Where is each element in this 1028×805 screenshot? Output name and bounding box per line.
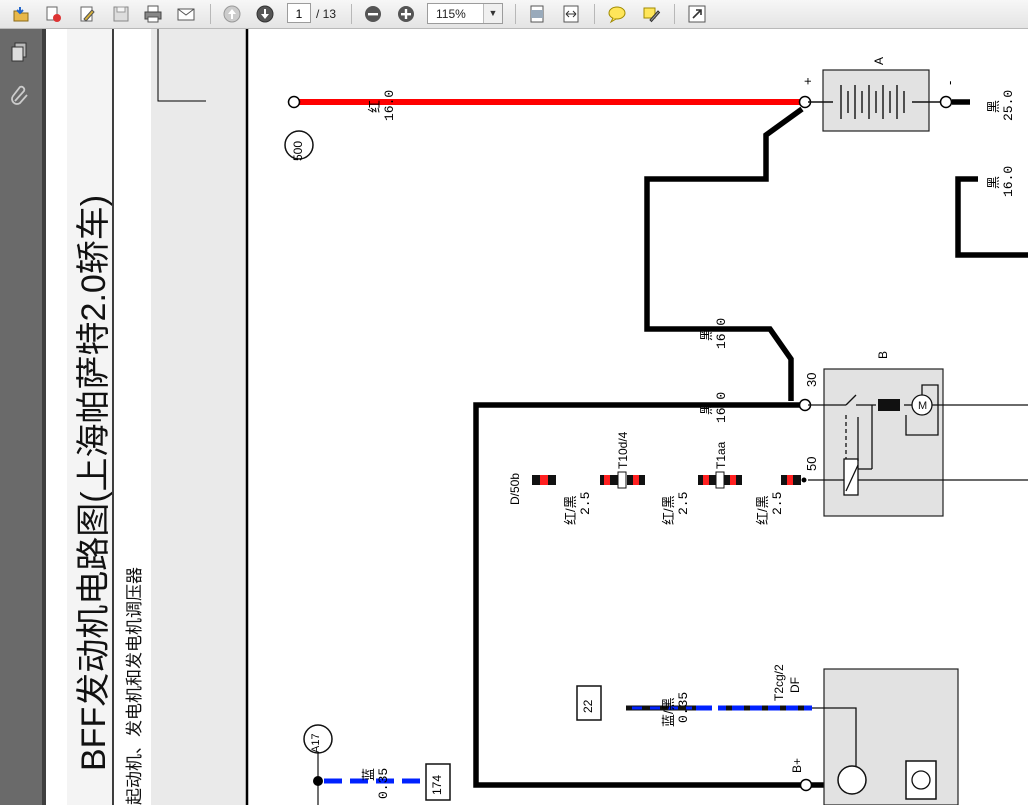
edit-icon[interactable] (76, 3, 98, 25)
terminal-b-plus: B+ (790, 757, 804, 773)
wire-size-label: 16.0 (714, 317, 729, 349)
battery-minus: - (942, 80, 957, 85)
fullscreen-icon[interactable] (686, 3, 708, 25)
wire-size-label: 16.0 (714, 391, 729, 423)
wire-size-label: 16.0 (1001, 165, 1016, 197)
previous-page-icon[interactable] (221, 3, 243, 25)
terminal-box-174: 174 (430, 774, 444, 795)
connector-label: T10d/4 (616, 431, 630, 469)
document-page: M BF (46, 29, 1028, 805)
wire-size-label: 25.0 (1001, 89, 1016, 121)
zoom-value: 115% (436, 7, 466, 21)
connector-label: D/50b (508, 472, 522, 505)
wire-size-label: 0.35 (376, 767, 391, 799)
node-a17-label: A17 (310, 733, 322, 753)
wire-color-label: 黑 (986, 99, 1001, 113)
page-title: BFF发动机电路图(上海帕萨特2.0轿车) (75, 194, 113, 771)
wire-size-label: 2.5 (676, 491, 691, 515)
svg-text:M: M (918, 400, 927, 412)
wire-color-label: 红/黑 (563, 495, 578, 525)
fit-page-icon[interactable] (526, 3, 548, 25)
connector-label: T1aa (714, 441, 728, 469)
navigation-pane (0, 29, 42, 805)
wire-size-label: 2.5 (578, 491, 593, 515)
fit-width-icon[interactable] (560, 3, 582, 25)
node-500-label: 500 (291, 140, 305, 161)
starter-label: B (876, 350, 890, 359)
print-icon[interactable] (142, 3, 164, 25)
connector-label: T2cg/2 (772, 664, 786, 701)
highlight-icon[interactable] (640, 3, 662, 25)
terminal-50: 50 (804, 456, 819, 471)
attachments-icon[interactable] (9, 84, 31, 106)
terminal-box-22: 22 (581, 699, 595, 713)
wire-color-label: 红 (367, 99, 382, 113)
battery-label: A (872, 56, 886, 65)
wire-color-label: 黑 (699, 327, 714, 341)
wire-size-label: 2.5 (770, 491, 785, 515)
wire-color-label: 红/黑 (755, 495, 770, 525)
wire-color-label: 蓝 (361, 767, 376, 781)
create-icon[interactable] (42, 3, 64, 25)
terminal-df: DF (788, 677, 802, 693)
save-icon[interactable] (110, 3, 132, 25)
pane-divider[interactable] (42, 29, 46, 805)
pages-icon[interactable] (9, 41, 31, 63)
wire-size-label: 16.0 (382, 89, 397, 121)
zoom-in-icon[interactable] (395, 3, 417, 25)
next-page-icon[interactable] (254, 3, 276, 25)
email-icon[interactable] (175, 3, 197, 25)
wire-color-label: 黑 (699, 401, 714, 415)
terminal-30: 30 (804, 372, 819, 387)
zoom-select[interactable]: 115% ▼ (427, 3, 503, 24)
page-total: / 13 (316, 7, 337, 21)
wire-color-label: 黑 (986, 175, 1001, 189)
page-number-input[interactable]: 1 (287, 3, 311, 23)
wire-color-label: 红/黑 (661, 495, 676, 525)
open-icon[interactable] (10, 3, 32, 25)
comment-icon[interactable] (606, 3, 628, 25)
circuit-diagram: M (67, 29, 1028, 805)
wire-size-label: 0.35 (676, 691, 691, 723)
toolbar: 1 / 13 115% ▼ (0, 0, 1028, 29)
battery-plus: + (800, 77, 815, 85)
wire-color-label: 蓝/黑 (661, 697, 676, 727)
chevron-down-icon[interactable]: ▼ (483, 4, 502, 23)
page-subtitle: 起动机、发电机和发电机调压器 (125, 567, 144, 805)
zoom-out-icon[interactable] (362, 3, 384, 25)
